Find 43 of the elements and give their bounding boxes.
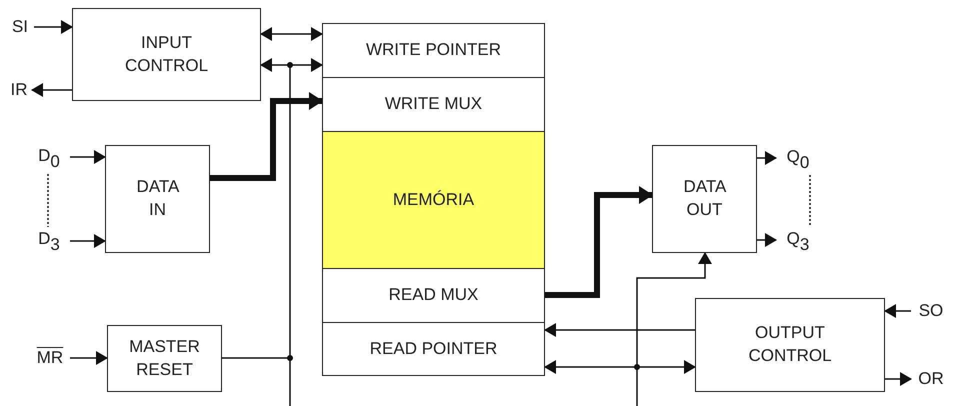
block-box [322, 77, 545, 132]
arrow [884, 304, 911, 318]
arrow [757, 233, 777, 247]
arrow [544, 360, 696, 374]
arrow [70, 351, 108, 365]
block-label: MEMÓRIA [392, 188, 474, 211]
arrow [260, 58, 323, 72]
arrow [545, 186, 653, 298]
bus-line [636, 252, 712, 406]
arrow [885, 372, 912, 386]
memory-block [322, 131, 545, 269]
block-label: READ MUX [388, 284, 478, 306]
arrow [34, 20, 73, 34]
arrow [70, 150, 106, 164]
block-box [695, 298, 885, 392]
block-box [322, 23, 545, 78]
arrow [210, 92, 323, 181]
arrow [757, 151, 777, 165]
signal-label: OR [918, 368, 944, 390]
signal-label: MR [36, 346, 64, 369]
dotted-line [809, 175, 811, 227]
block-label: MASTER RESET [129, 336, 200, 380]
signal-label: IR [10, 78, 28, 101]
arrow [260, 27, 323, 41]
block-box [105, 145, 210, 253]
block-label: OUTPUT CONTROL [748, 322, 832, 367]
block-label: INPUT CONTROL [124, 32, 208, 76]
block-label: WRITE MUX [384, 93, 482, 116]
arrow [70, 234, 106, 248]
block-box [322, 268, 545, 323]
dotted-line [47, 174, 49, 227]
block-box [107, 325, 222, 392]
block-label: DATA OUT [684, 176, 726, 221]
signal-label: SO [918, 300, 944, 322]
block-box [652, 145, 757, 253]
block-label: READ POINTER [370, 338, 498, 360]
block-box [322, 322, 545, 376]
signal-label: SI [12, 16, 28, 38]
arrow [31, 83, 72, 97]
block-label: WRITE POINTER [366, 39, 502, 62]
block-label: DATA IN [136, 176, 178, 221]
block-box [72, 8, 261, 101]
arrow [544, 323, 695, 337]
